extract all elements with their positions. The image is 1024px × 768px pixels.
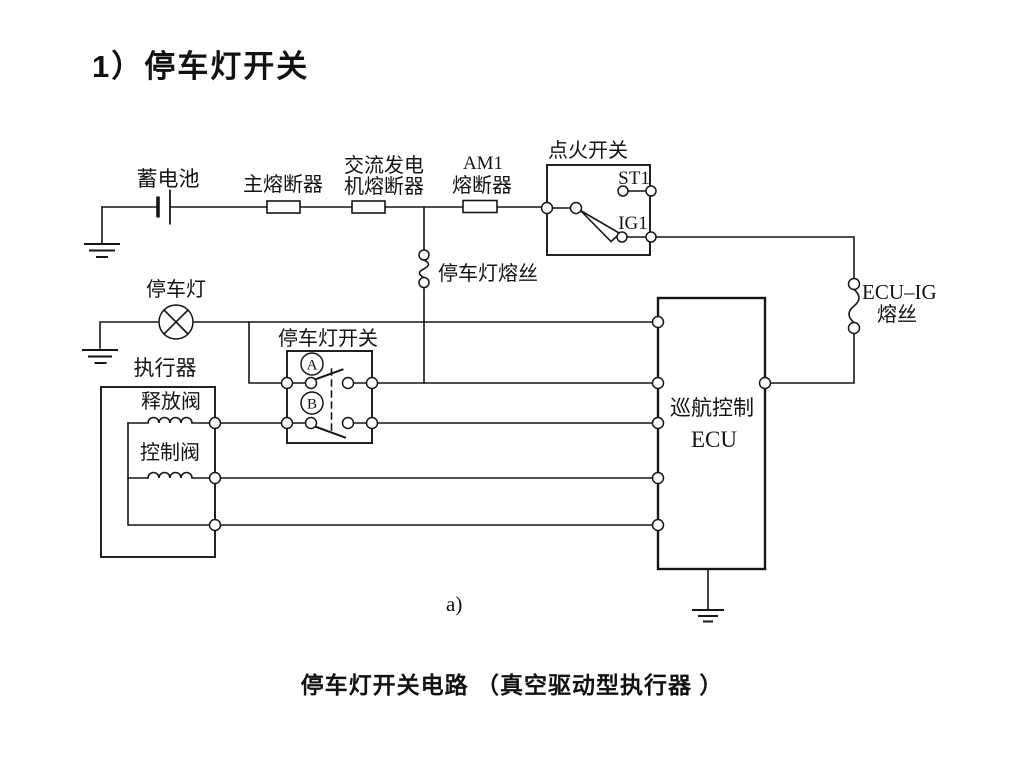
terminal-node — [208, 518, 222, 532]
release-valve-coil — [127, 416, 211, 424]
am1-fuse-label-line1: AM1 — [463, 153, 503, 174]
battery-label: 蓄电池 — [137, 168, 200, 191]
alternator-fuse-label-line2: 机熔断器 — [344, 175, 424, 198]
terminal-node — [651, 471, 665, 485]
terminal-node — [758, 376, 772, 390]
terminal-node — [645, 185, 657, 197]
stop-light-lamp: 停车灯 — [82, 278, 653, 364]
am1-fuse-label-line2: 熔断器 — [452, 174, 512, 197]
terminal-node — [304, 416, 318, 430]
st1-terminal-label: ST1 — [618, 168, 650, 189]
cruise-ecu-label-line1: 巡航控制 — [670, 397, 754, 420]
stop-light-switch: 停车灯开关 A B — [219, 321, 653, 444]
terminal-node — [418, 249, 430, 261]
contact-a-arm — [313, 368, 344, 381]
ecu-ig-fuse-label-line1: ECU–IG — [862, 280, 937, 304]
ignition-switch-label: 点火开关 — [548, 139, 628, 162]
contact-b-badge — [300, 391, 324, 415]
ground-icon — [692, 609, 724, 623]
terminal-node — [651, 315, 665, 329]
control-valve-label: 控制阀 — [140, 441, 200, 464]
release-valve-label: 释放阀 — [141, 390, 201, 413]
terminal-node — [645, 231, 657, 243]
terminal-node — [208, 416, 222, 430]
am1-fuse-symbol — [462, 199, 498, 214]
lamp-cross — [162, 308, 190, 336]
terminal-node — [651, 416, 665, 430]
alternator-fuse-symbol — [351, 200, 386, 214]
terminal-node — [617, 185, 629, 197]
stop-light-label: 停车灯 — [146, 278, 206, 301]
terminal-node — [540, 201, 554, 215]
main-fuse-label: 主熔断器 — [243, 173, 323, 196]
terminal-node — [304, 376, 318, 390]
control-valve-coil — [127, 471, 211, 479]
terminal-node — [208, 471, 222, 485]
ignition-switch: 点火开关 ST1 IG1 — [540, 139, 657, 256]
terminal-node — [616, 231, 628, 243]
actuator-to-ecu-wires — [219, 477, 653, 526]
terminal-node — [569, 201, 583, 215]
ig1-to-ecu-wire — [655, 236, 855, 384]
ignition-switch-arm — [579, 209, 622, 243]
terminal-node — [365, 376, 379, 390]
ecu-box — [656, 296, 767, 571]
terminal-node — [341, 376, 355, 390]
alternator-fuse-label-line1: 交流发电 — [344, 154, 424, 177]
contact-a-letter: A — [307, 358, 318, 374]
stop-light-fuse: 停车灯熔丝 — [418, 206, 538, 384]
stop-light-fusible-link-symbol — [418, 258, 430, 279]
ecu-ig-branch: ECU–IG 熔丝 — [655, 236, 937, 384]
lamp-wires — [99, 321, 653, 349]
terminal-node — [280, 416, 294, 430]
ig1-terminal-label: IG1 — [618, 213, 648, 234]
cruise-control-ecu: 巡航控制 ECU — [651, 296, 772, 623]
stop-light-switch-box — [286, 350, 373, 444]
ground-icon — [82, 349, 118, 364]
terminal-node — [847, 321, 861, 335]
page-title: 1）停车灯开关 — [92, 49, 310, 84]
terminal-node — [651, 376, 665, 390]
cruise-ecu-label-line2: ECU — [691, 427, 737, 452]
contact-b-letter: B — [307, 397, 317, 413]
subfigure-label: a) — [446, 592, 463, 616]
actuator-label: 执行器 — [134, 357, 197, 380]
stop-light-fuse-label: 停车灯熔丝 — [438, 262, 538, 285]
main-fuse-symbol — [266, 200, 301, 214]
valve-common-wire — [127, 422, 211, 526]
terminal-node — [365, 416, 379, 430]
terminal-node — [418, 276, 430, 289]
terminal-node — [651, 518, 665, 532]
figure-caption: 停车灯开关电路 （真空驱动型执行器 ） — [300, 672, 724, 698]
contact-a-badge — [300, 352, 324, 376]
stop-light-switch-label: 停车灯开关 — [278, 327, 378, 350]
ground-icon — [84, 243, 120, 258]
contact-b-arm — [313, 425, 347, 439]
terminal-node — [847, 277, 861, 291]
actuator: 执行器 释放阀 控制阀 — [100, 357, 653, 558]
ecu-ig-fusible-link-symbol — [848, 288, 860, 324]
terminal-node — [341, 416, 355, 430]
battery-circuit: 蓄电池 — [84, 168, 543, 258]
switch-row-wires — [219, 321, 653, 424]
terminal-node — [280, 376, 294, 390]
bus-fuses: 主熔断器 交流发电 机熔断器 AM1 熔断器 — [243, 153, 512, 214]
ecu-ig-fuse-label-line2: 熔丝 — [877, 303, 917, 326]
